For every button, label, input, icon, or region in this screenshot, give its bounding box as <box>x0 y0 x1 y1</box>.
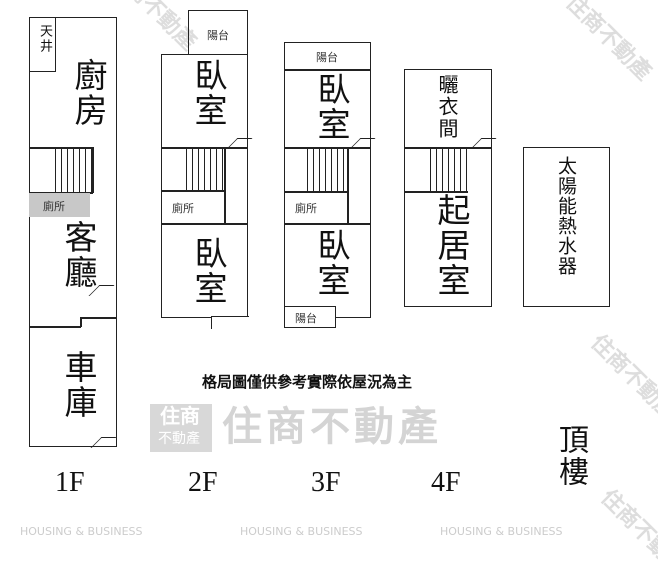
watermark-diag-1: 住商不動產 <box>595 485 658 581</box>
staircase <box>430 147 467 191</box>
watermark-diag-3: 住商不動產 <box>560 0 656 86</box>
toilet-area <box>29 193 90 217</box>
room-family: 起居室 <box>432 193 471 298</box>
staircase <box>307 147 347 191</box>
room-balcony: 陽台 <box>207 29 229 42</box>
room-atrium: 天井 <box>37 24 52 54</box>
room-kitchen: 廚房 <box>69 58 108 128</box>
room-balcony-top: 陽台 <box>316 51 338 64</box>
room-bedroom-front: 臥室 <box>189 58 228 128</box>
room-bedroom-back: 臥室 <box>312 228 351 298</box>
staircase <box>186 147 224 191</box>
floor-label-2f: 2F <box>188 467 218 498</box>
disclaimer-note: 格局圖僅供參考實際依屋況為主 <box>202 373 413 391</box>
watermark-logo-box <box>150 404 212 452</box>
room-toilet: 廁所 <box>43 200 65 213</box>
room-toilet: 廁所 <box>172 202 194 215</box>
room-balcony-bottom: 陽台 <box>295 312 317 325</box>
floor-label-1f: 1F <box>55 467 85 498</box>
floor-label-3f: 3F <box>311 467 341 498</box>
watermark-diag-2: 住商不動產 <box>585 330 658 426</box>
watermark-brand: 住商不動產 <box>222 404 442 450</box>
room-bedroom-front: 臥室 <box>312 72 351 142</box>
staircase <box>55 147 93 193</box>
floor-label-roof: 頂樓 <box>553 424 588 488</box>
room-solar-heater: 太陽能熱水器 <box>555 156 577 276</box>
floor-label-4f: 4F <box>431 467 461 498</box>
watermark-english-1: HOUSING & BUSINESS <box>20 525 143 538</box>
room-laundry: 曬衣間 <box>435 74 459 140</box>
room-living: 客廳 <box>59 220 98 290</box>
watermark-english-2: HOUSING & BUSINESS <box>240 525 363 538</box>
room-garage: 車庫 <box>59 350 98 420</box>
room-bedroom-back: 臥室 <box>189 236 228 306</box>
watermark-logo-bottom: 不動產 <box>158 431 200 447</box>
watermark-logo-top: 住商 <box>160 404 200 428</box>
watermark-english-3: HOUSING & BUSINESS <box>440 525 563 538</box>
room-toilet: 廁所 <box>295 202 317 215</box>
